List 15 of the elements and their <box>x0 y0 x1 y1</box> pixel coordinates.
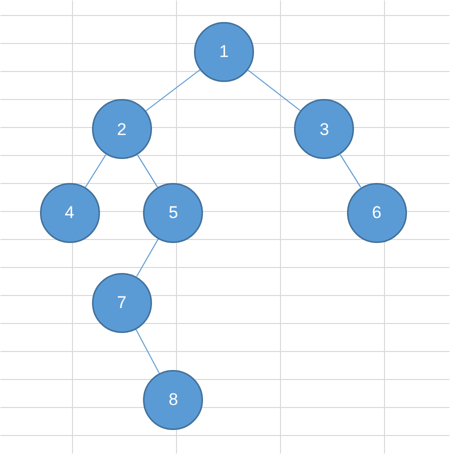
tree-node-circle: 1 <box>194 22 254 82</box>
tree-node-circle: 7 <box>92 272 152 332</box>
connector-line <box>340 154 362 188</box>
tree-node-circle: 5 <box>143 182 204 243</box>
connector-line <box>136 238 159 277</box>
tree-node-circle: 3 <box>294 99 354 160</box>
connector-line <box>136 154 158 188</box>
tree-node-circle: 8 <box>143 370 204 430</box>
connector-line <box>247 69 302 112</box>
connector-line <box>145 69 201 112</box>
connector-line <box>135 328 160 374</box>
tree-node-circle: 2 <box>92 99 152 160</box>
tree-node-circle: 4 <box>40 182 100 243</box>
connector-line <box>84 154 106 188</box>
tree-node-circle: 6 <box>346 182 407 243</box>
